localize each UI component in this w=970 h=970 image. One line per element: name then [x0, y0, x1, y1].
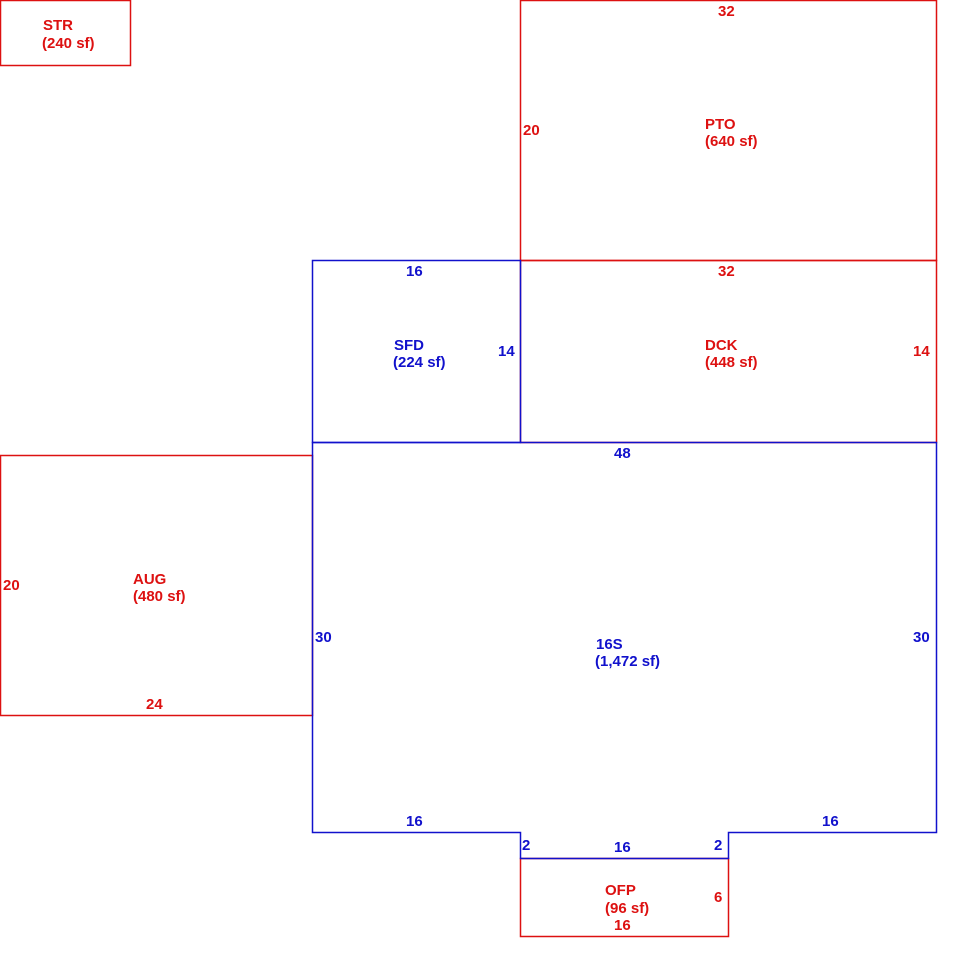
str-outline [0, 0, 132, 67]
pto-dim-left: 20 [523, 122, 540, 139]
area-aug: 20 24 AUG (480 sf) [0, 454, 314, 717]
ofp-dim-bottom: 16 [614, 917, 631, 934]
aug-dim-bottom: 24 [146, 696, 163, 713]
area-pto: 32 20 PTO (640 sf) [519, 0, 938, 262]
main-dim-right: 30 [913, 629, 930, 646]
aug-area: (480 sf) [133, 588, 186, 605]
main-area: (1,472 sf) [595, 653, 660, 670]
sfd-dim-right: 14 [498, 343, 515, 360]
main-outline [311, 441, 938, 860]
main-dim-bottom-right: 16 [822, 813, 839, 830]
ofp-area: (96 sf) [605, 900, 649, 917]
dck-dim-top: 32 [718, 263, 735, 280]
area-sfd: 16 14 SFD (224 sf) [311, 259, 522, 444]
pto-area: (640 sf) [705, 133, 758, 150]
main-dim-left: 30 [315, 629, 332, 646]
area-dck: 32 14 DCK (448 sf) [519, 259, 938, 444]
pto-label: PTO [705, 116, 736, 133]
aug-label: AUG [133, 571, 166, 588]
ofp-label: OFP [605, 882, 636, 899]
sfd-label: SFD [394, 337, 424, 354]
main-label: 16S [596, 636, 623, 653]
area-str: STR (240 sf) [0, 0, 132, 67]
area-ofp: 6 16 OFP (96 sf) [519, 857, 730, 938]
main-dim-bottom-left: 16 [406, 813, 423, 830]
main-dim-top: 48 [614, 445, 631, 462]
main-dim-notch-left: 2 [522, 837, 530, 854]
sfd-area: (224 sf) [393, 354, 446, 371]
area-main: 48 30 30 16 16 2 2 16 16S (1,472 sf) [311, 441, 938, 860]
dck-dim-right: 14 [913, 343, 930, 360]
str-area: (240 sf) [42, 35, 95, 52]
dck-area: (448 sf) [705, 354, 758, 371]
dck-label: DCK [705, 337, 738, 354]
sfd-dim-top: 16 [406, 263, 423, 280]
aug-dim-left: 20 [3, 577, 20, 594]
main-dim-notch-right: 2 [714, 837, 722, 854]
pto-dim-top: 32 [718, 3, 735, 20]
main-dim-notch-bottom: 16 [614, 839, 631, 856]
ofp-dim-right: 6 [714, 889, 722, 906]
str-label: STR [43, 17, 73, 34]
